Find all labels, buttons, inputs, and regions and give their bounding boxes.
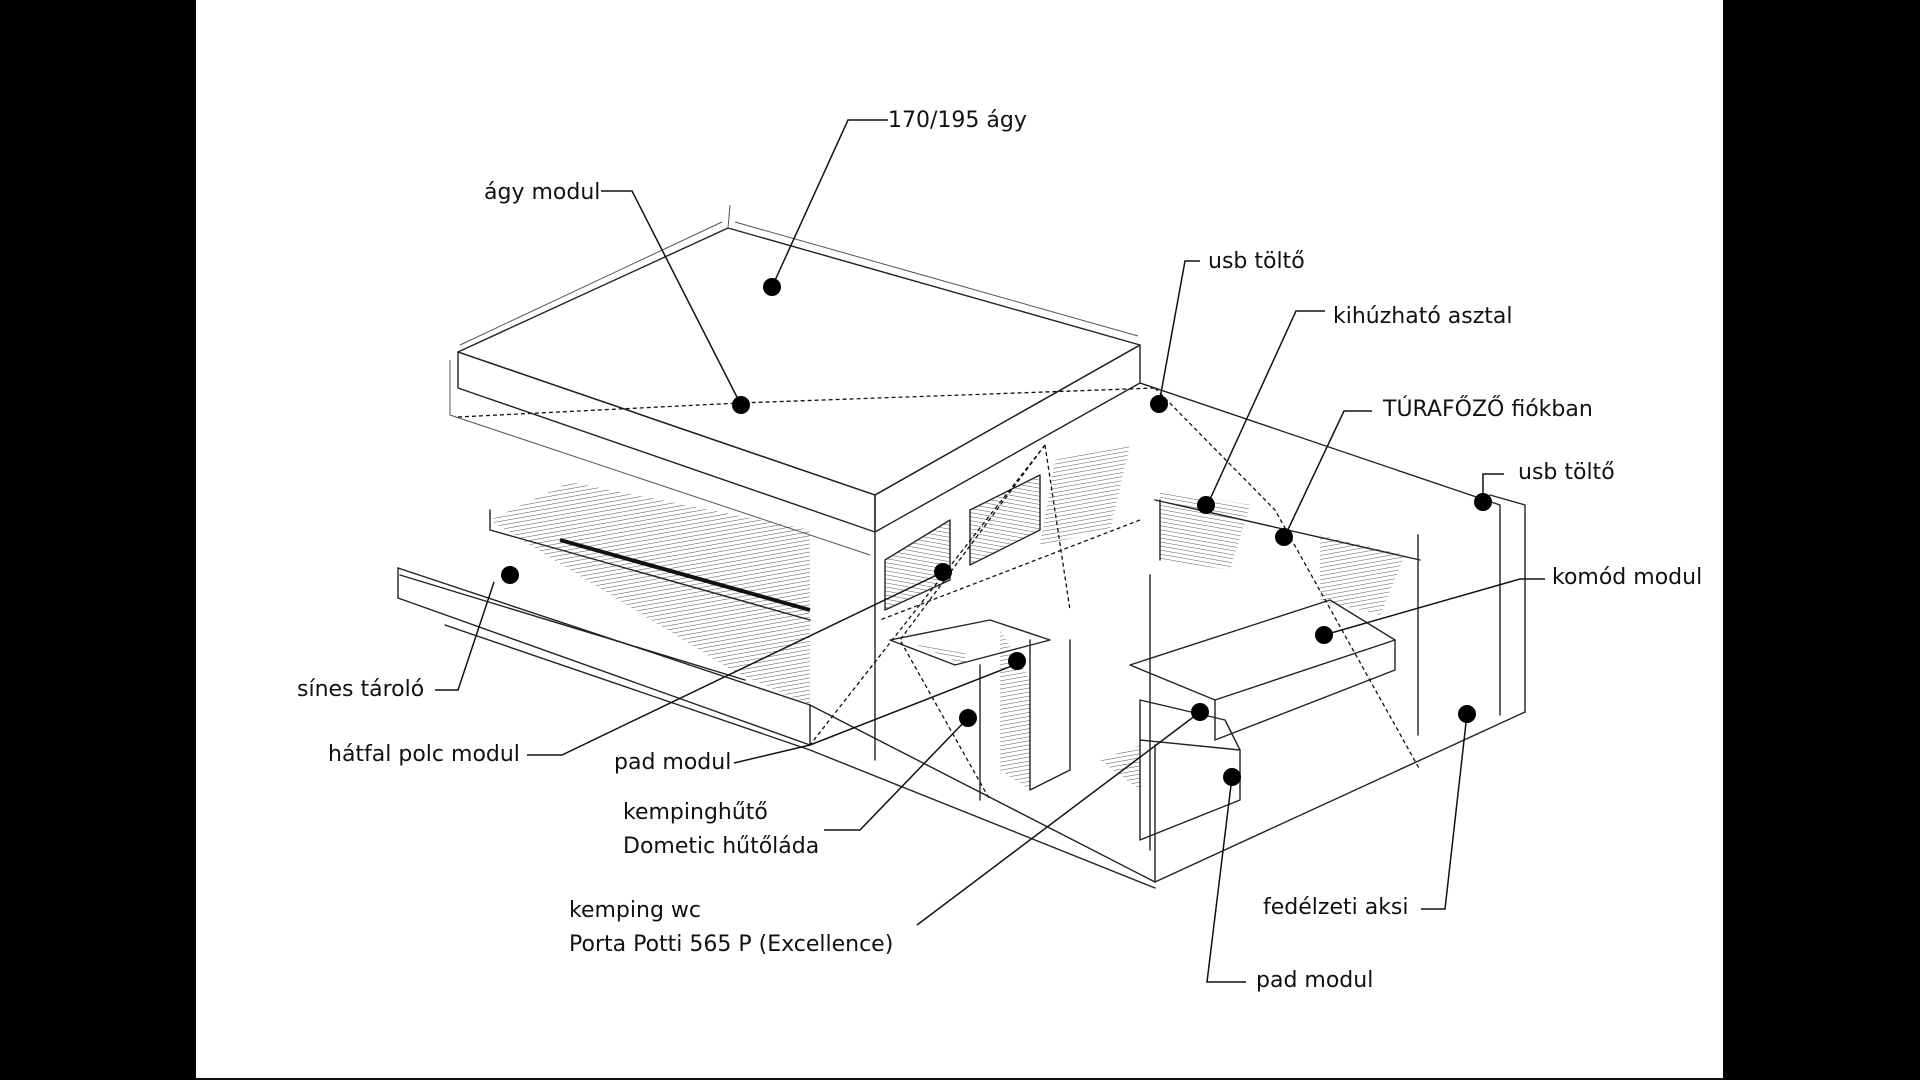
bed-size-marker [763,278,781,296]
bed-module-label: ágy modul [484,180,601,205]
bench-module-left-marker [1008,652,1026,670]
usb-charger-right-label: usb töltő [1518,460,1615,485]
construction-lines [457,387,1421,801]
usb-charger-top-label: usb töltő [1208,249,1305,274]
leader-lines [435,119,1545,983]
pullout-table-marker [1197,496,1215,514]
onboard-battery-label: fedélzeti aksi [1263,895,1409,920]
dresser-module-label: komód modul [1552,565,1703,590]
usb-charger-top-marker [1150,395,1168,413]
bench-module-left-label: pad modul [614,750,732,775]
rail-storage-shape [399,482,811,705]
cooler-marker [959,709,977,727]
pullout-table-label: kihúzható asztal [1333,304,1513,329]
dresser-module-shape [1100,574,1396,851]
rail-storage-marker [501,566,519,584]
bench-module-bottom-label: pad modul [1256,968,1374,993]
sheet-bottom-rule [196,1078,1723,1080]
lower-body-shape [397,382,1526,889]
toilet-marker [1191,703,1209,721]
back-wall-shelf-marker [934,563,952,581]
back-wall-shelf-shape [884,445,1421,615]
toilet-label-line2: Porta Potti 565 P (Excellence) [569,932,894,957]
bench-module-left-shape [889,619,1071,801]
bed-size-label: 170/195 ágy [888,108,1027,133]
bed-module-marker [732,396,750,414]
marker-dots [501,278,1492,786]
onboard-battery-marker [1458,705,1476,723]
cooler-label-line2: Dometic hűtőláda [623,834,820,859]
usb-charger-right-marker [1474,493,1492,511]
camping-stove-label: TÚRAFŐZŐ fiókban [1383,397,1593,422]
back-wall-shelf-label: hátfal polc modul [328,742,520,767]
dresser-module-marker [1315,626,1333,644]
toilet-label-line1: kemping wc [569,898,701,923]
bench-module-bottom-marker [1223,768,1241,786]
drawing-sheet [196,0,1723,1080]
cooler-label-line1: kempinghűtő [623,800,768,825]
camping-stove-marker [1275,528,1293,546]
rail-storage-label: sínes tároló [297,677,425,702]
